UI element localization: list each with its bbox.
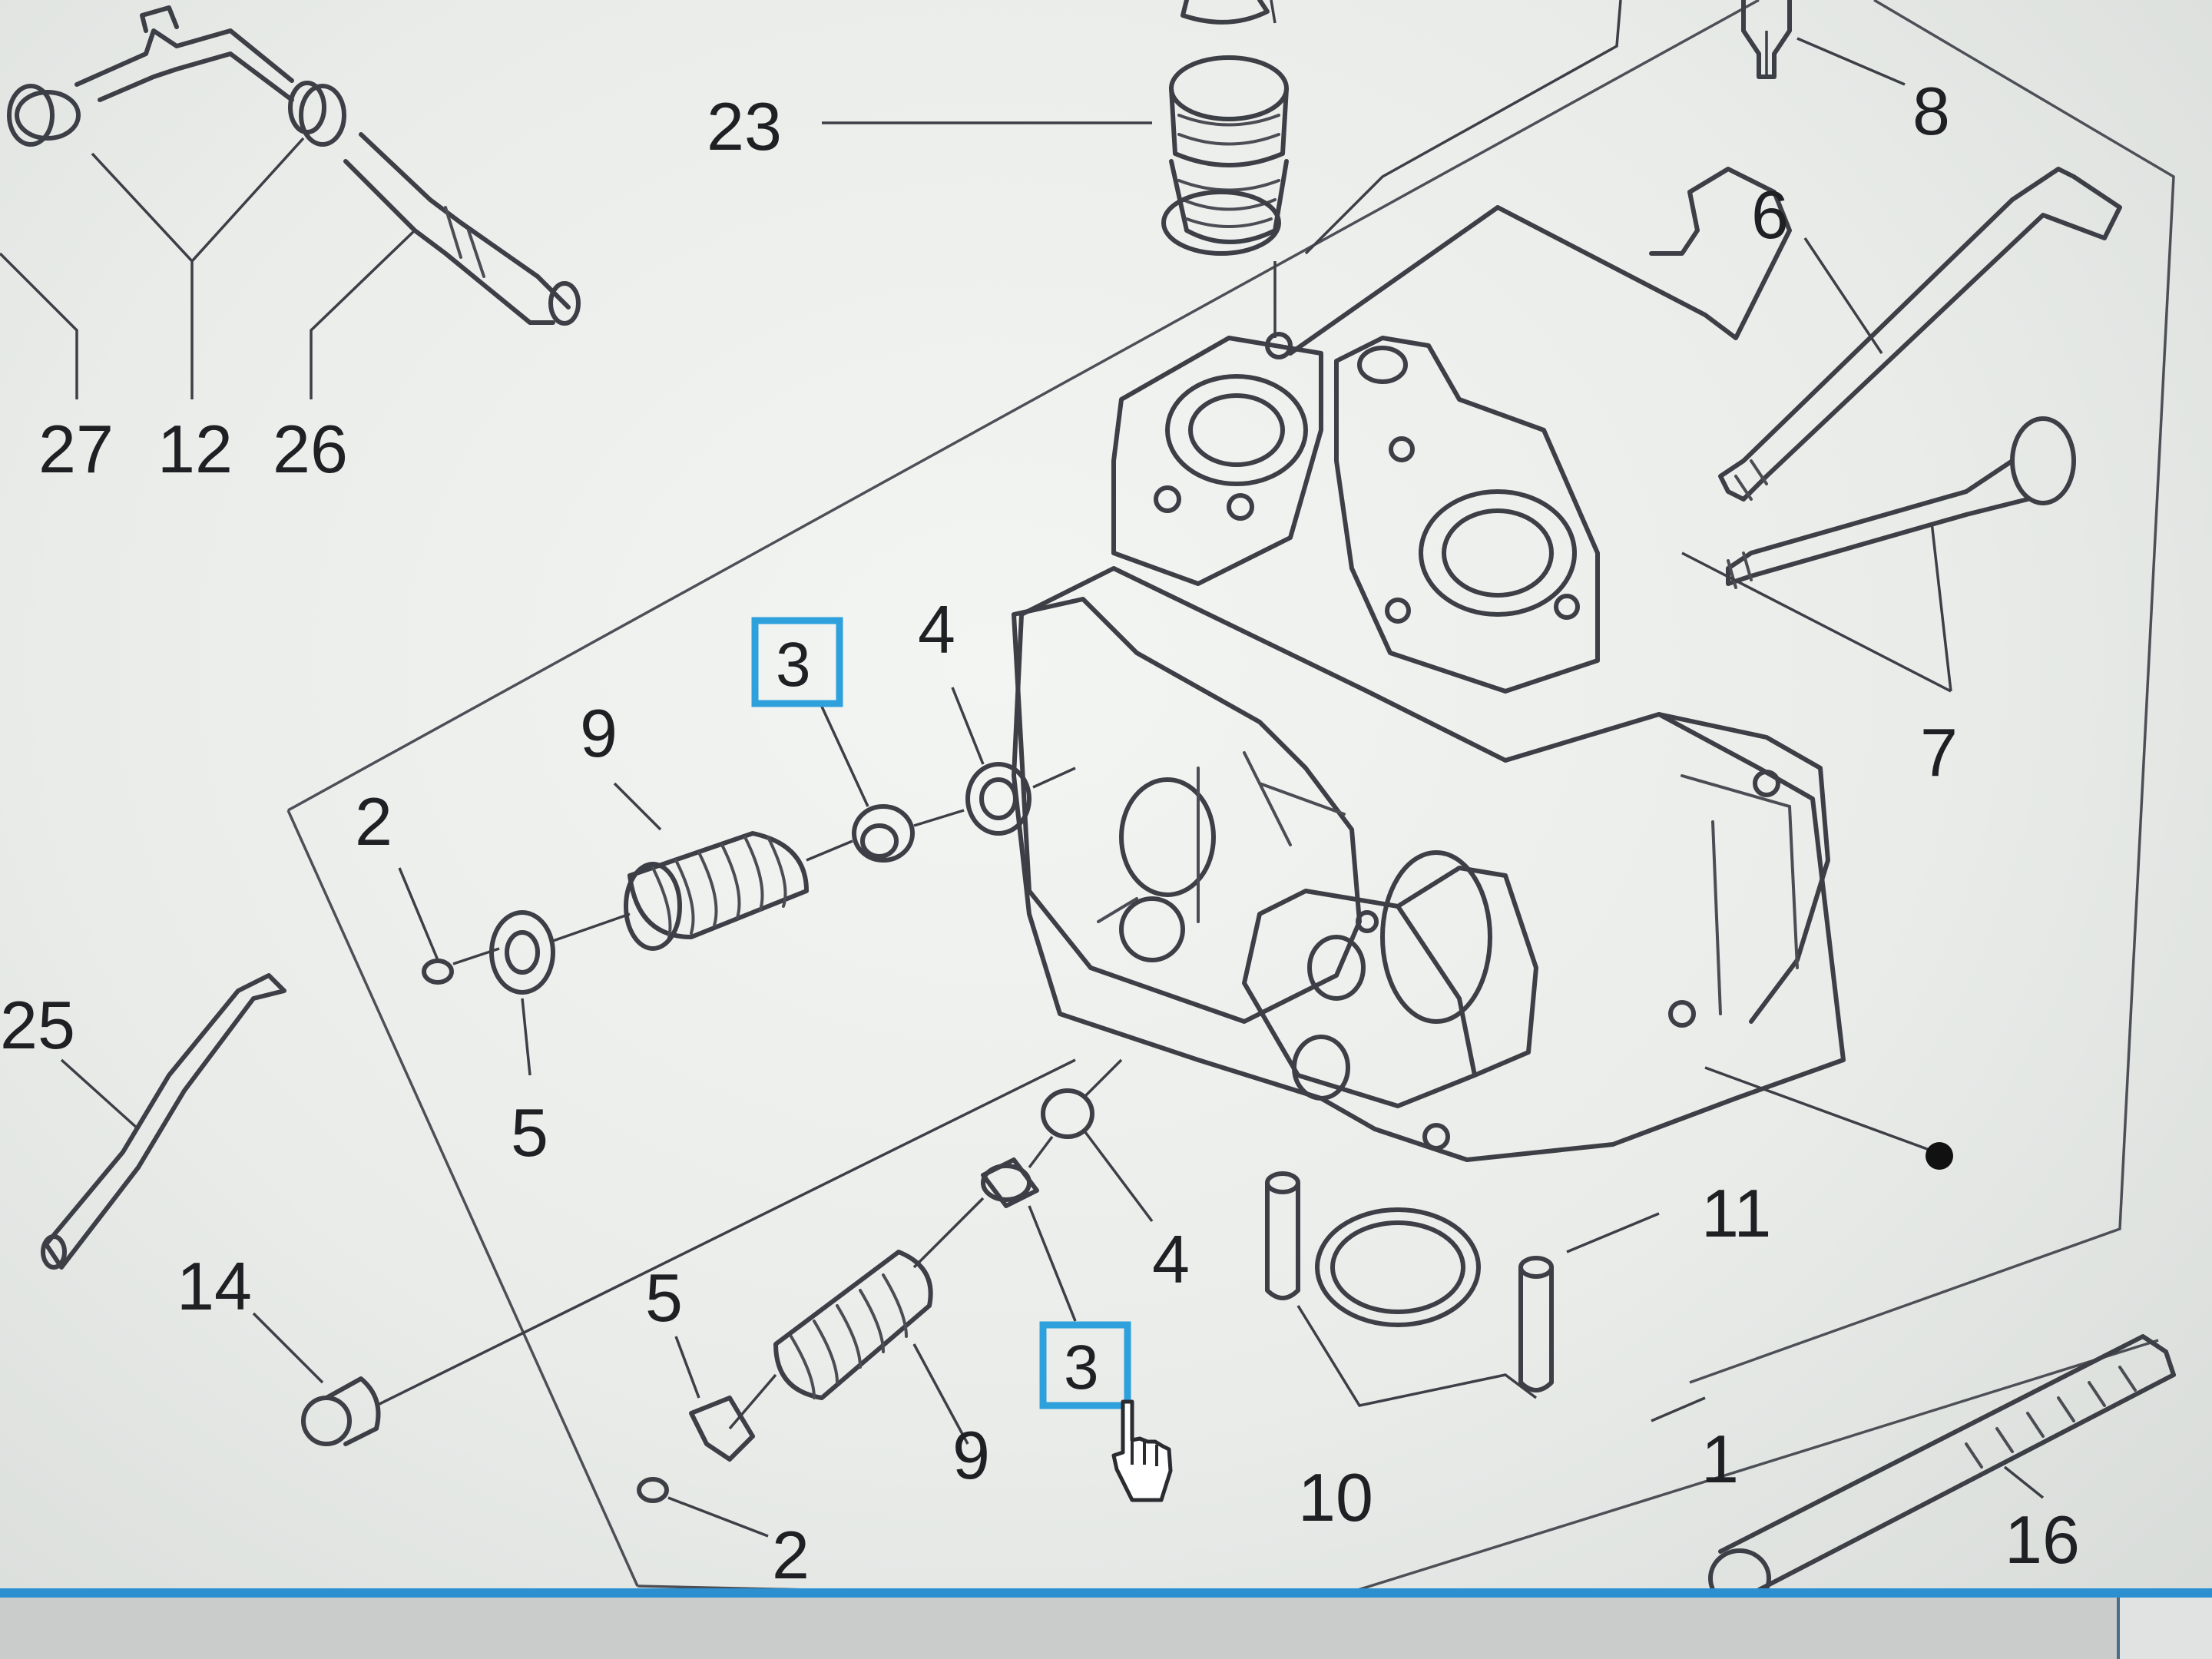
leader-16 xyxy=(2003,1465,2045,1499)
hand-pointer-icon xyxy=(1111,1399,1173,1502)
part-label-6: 6 xyxy=(1751,177,1789,253)
leader-6 xyxy=(1803,237,1883,354)
leader-dot xyxy=(1704,1066,1936,1154)
leader-11 xyxy=(1566,1212,1660,1253)
leader-9-lower xyxy=(912,1343,969,1445)
hose-25 xyxy=(41,973,286,1270)
upper-axis-line xyxy=(452,767,1076,965)
thermostat-part xyxy=(1161,0,1289,256)
leader-4-lower xyxy=(1081,1128,1154,1223)
leader-5-lower xyxy=(674,1336,700,1399)
dowel-pins xyxy=(1265,1171,1554,1392)
corner-button[interactable] xyxy=(2117,1598,2212,1659)
accent-rule xyxy=(0,1588,2212,1598)
leader-14 xyxy=(252,1058,1076,1407)
assembly-frame-right xyxy=(1689,0,2175,1384)
part-label-8: 8 xyxy=(1912,73,1950,149)
leader-2-upper xyxy=(398,867,439,961)
leader-8 xyxy=(1765,31,1906,86)
part-label-11: 11 xyxy=(1701,1175,1771,1251)
assembly-frame-left xyxy=(286,810,639,1587)
upper-valve-train xyxy=(422,762,1031,995)
lower-valve-train xyxy=(637,1088,1094,1503)
hotspot-part-3-lower[interactable]: 3 xyxy=(1039,1321,1131,1409)
cylinder-head-body xyxy=(1012,332,1846,1162)
plug-14 xyxy=(301,1376,381,1446)
leader-10 xyxy=(1296,1305,1538,1407)
lower-axis-line xyxy=(728,1058,1123,1430)
fitting-8 xyxy=(1741,0,1792,79)
exhaust-gasket-11 xyxy=(1315,1207,1481,1327)
part-label-4-upper: 4 xyxy=(918,591,955,667)
hose-assembly xyxy=(7,5,581,326)
reference-dot xyxy=(1926,1142,1953,1170)
part-label-25: 25 xyxy=(0,987,75,1063)
part-label-4-lower: 4 xyxy=(1152,1221,1190,1297)
leader-1 xyxy=(1651,1396,1706,1422)
leader-25 xyxy=(60,1058,140,1131)
leader-top-right xyxy=(1304,0,1622,255)
part-label-14: 14 xyxy=(177,1248,252,1324)
leader-23 xyxy=(822,0,1277,338)
part-label-7: 7 xyxy=(1920,714,1958,790)
part-label-2-upper: 2 xyxy=(355,783,392,859)
leader-9-upper xyxy=(613,782,662,831)
hose-leader-lines xyxy=(0,137,416,399)
part-label-9-upper: 9 xyxy=(580,695,618,771)
leader-7 xyxy=(1681,522,1952,693)
part-label-10: 10 xyxy=(1298,1459,1373,1535)
valve-exhaust xyxy=(1288,167,2122,502)
part-label-5-upper: 5 xyxy=(511,1094,548,1171)
part-label-2-lower: 2 xyxy=(772,1517,810,1593)
part-label-16: 16 xyxy=(2005,1502,2080,1578)
part-label-26: 26 xyxy=(273,411,348,487)
leader-3-lower xyxy=(1028,1205,1077,1322)
part-label-1: 1 xyxy=(1701,1421,1739,1497)
part-label-12: 12 xyxy=(157,411,233,487)
leader-2-lower xyxy=(667,1496,769,1538)
leader-4-upper xyxy=(951,687,985,765)
valve-intake xyxy=(1726,416,2076,589)
hotspot-label-3-lower: 3 xyxy=(1064,1333,1099,1402)
leader-5-upper xyxy=(521,998,531,1076)
part-label-5-lower: 5 xyxy=(645,1260,683,1336)
assembly-frame-bottom xyxy=(637,1339,2159,1603)
part-label-23: 23 xyxy=(707,88,782,164)
leader-3-upper xyxy=(820,706,869,807)
bolt-16 xyxy=(1708,1334,2176,1608)
bottom-toolbar xyxy=(0,1588,2212,1659)
assembly-frame xyxy=(287,0,1760,812)
hotspot-label-3-upper: 3 xyxy=(776,630,811,700)
part-label-9-lower: 9 xyxy=(952,1417,990,1493)
part-label-27: 27 xyxy=(38,411,114,487)
hotspot-part-3-upper[interactable]: 3 xyxy=(751,617,843,707)
